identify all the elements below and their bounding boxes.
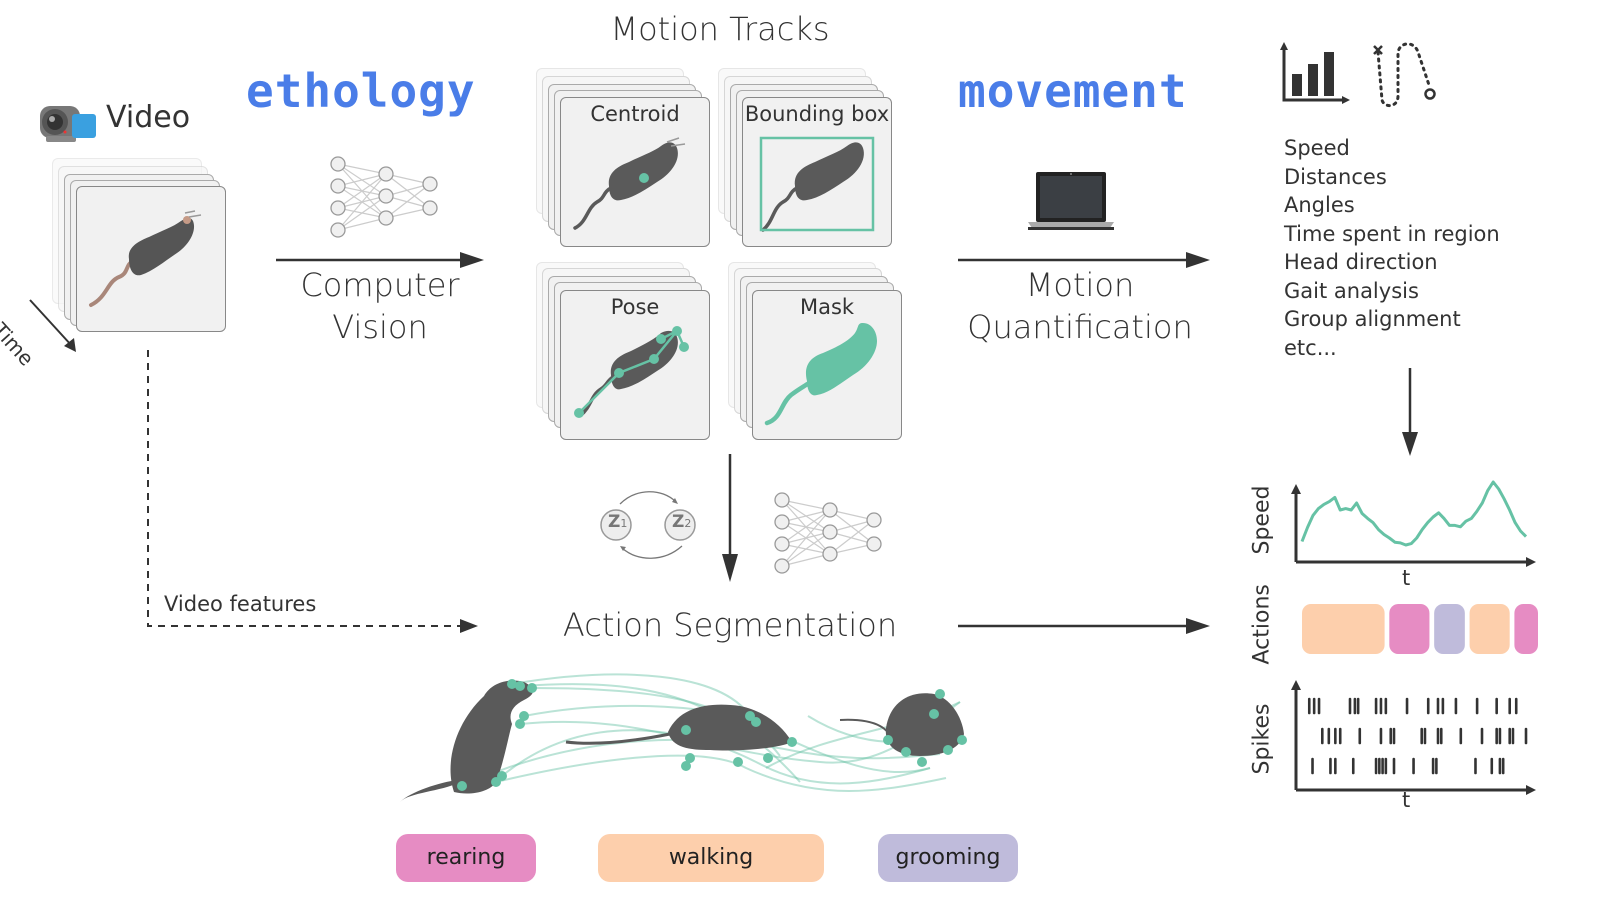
speed-series-line	[1300, 480, 1528, 547]
metric-item: etc...	[1284, 335, 1337, 360]
hmm-state-letter: Z	[672, 512, 685, 532]
action-segment-walking	[1302, 604, 1385, 654]
actions-axis-label: Actions	[1249, 584, 1275, 665]
metric-item: Angles	[1284, 193, 1355, 217]
video-features-label: Video features	[164, 592, 317, 616]
metric-item: Time spent in region	[1284, 221, 1500, 246]
action-pill-walking: walking	[598, 834, 824, 882]
video-camera-icon	[40, 106, 96, 142]
spikes-x-arrow	[1526, 785, 1536, 795]
computer-vision-arrow	[276, 252, 484, 268]
spikes-y-arrow	[1291, 680, 1301, 690]
metric-item: Distances	[1284, 164, 1387, 189]
segmentation-down-arrow	[722, 454, 738, 582]
hmm-state-letter: Z	[608, 512, 621, 532]
behaviour-illustration	[400, 673, 967, 802]
speed-x-arrow	[1526, 557, 1536, 567]
computer-vision-line2: Vision	[332, 308, 428, 346]
video-frame-current	[76, 186, 226, 332]
ethology-brand: ethology	[246, 64, 476, 118]
track-card-pose: Pose	[560, 290, 710, 440]
spikes-axis-label: Spikes	[1249, 703, 1275, 775]
track-card-centroid: Centroid	[560, 97, 710, 247]
speed-x-label: t	[1402, 566, 1411, 590]
hmm-state-1	[600, 509, 632, 541]
neural-network-icon	[774, 492, 882, 574]
hmm-state-2	[664, 509, 696, 541]
metric-item: Gait analysis	[1284, 278, 1419, 303]
mouse-image	[89, 210, 202, 307]
track-card-mask: Mask	[752, 290, 902, 440]
action-pill-rearing: rearing	[396, 834, 536, 882]
metrics-down-arrow	[1402, 368, 1418, 456]
track-card-label: Centroid	[590, 102, 680, 126]
motion-quantification-line2: Quantification	[967, 308, 1193, 346]
track-card-label: Mask	[799, 295, 855, 319]
motion-quantification-line1: Motion	[1025, 266, 1135, 304]
track-card-label: Pose	[610, 295, 660, 319]
neural-network-icon	[330, 156, 438, 238]
action-segment-rearing	[1514, 604, 1538, 654]
video-label: Video	[106, 100, 191, 135]
action-segmentation-title: Action Segmentation	[562, 606, 898, 644]
hidden-markov-model-icon	[600, 491, 696, 559]
hmm-state-subscript: 1	[620, 517, 628, 530]
bounding-box	[759, 136, 875, 232]
action-segment-rearing	[1389, 604, 1430, 654]
mouse-silhouette	[574, 326, 689, 418]
laptop-icon	[1028, 172, 1114, 230]
hmm-state-subscript: 2	[684, 517, 692, 530]
hmm-state-2-label: Z2	[672, 512, 691, 532]
centroid-point	[639, 173, 649, 183]
action-segmentation-arrow	[958, 618, 1210, 634]
metrics-list: Speed Distances Angles Time spent in reg…	[1284, 134, 1500, 362]
track-card-bounding-box: Bounding box	[742, 97, 892, 247]
motion-quantification-arrow	[958, 252, 1210, 268]
trajectory-icon	[1373, 42, 1436, 107]
speed-axis-label: Speed	[1249, 485, 1275, 555]
computer-vision-label: Computer Vision	[280, 264, 480, 348]
action-pill-grooming: grooming	[878, 834, 1018, 882]
speed-y-arrow	[1291, 484, 1301, 494]
spikes-x-label: t	[1402, 788, 1411, 812]
time-arrow	[29, 299, 76, 352]
action-segment-grooming	[1434, 604, 1465, 654]
action-segment-walking	[1469, 604, 1510, 654]
mouse-mask	[764, 323, 877, 426]
movement-brand: movement	[958, 64, 1188, 118]
bar-chart-icon	[1280, 42, 1350, 104]
motion-quantification-label: Motion Quantification	[950, 264, 1210, 348]
track-card-label: Bounding box	[744, 102, 890, 126]
metric-item: Speed	[1284, 136, 1350, 160]
hmm-state-1-label: Z1	[608, 512, 627, 532]
motion-tracks-title: Motion Tracks	[610, 10, 830, 48]
computer-vision-line1: Computer	[300, 266, 460, 304]
mouse-silhouette	[759, 136, 875, 232]
metric-item: Group alignment	[1284, 307, 1461, 331]
mouse-silhouette	[573, 137, 686, 230]
metric-item: Head direction	[1284, 250, 1438, 274]
